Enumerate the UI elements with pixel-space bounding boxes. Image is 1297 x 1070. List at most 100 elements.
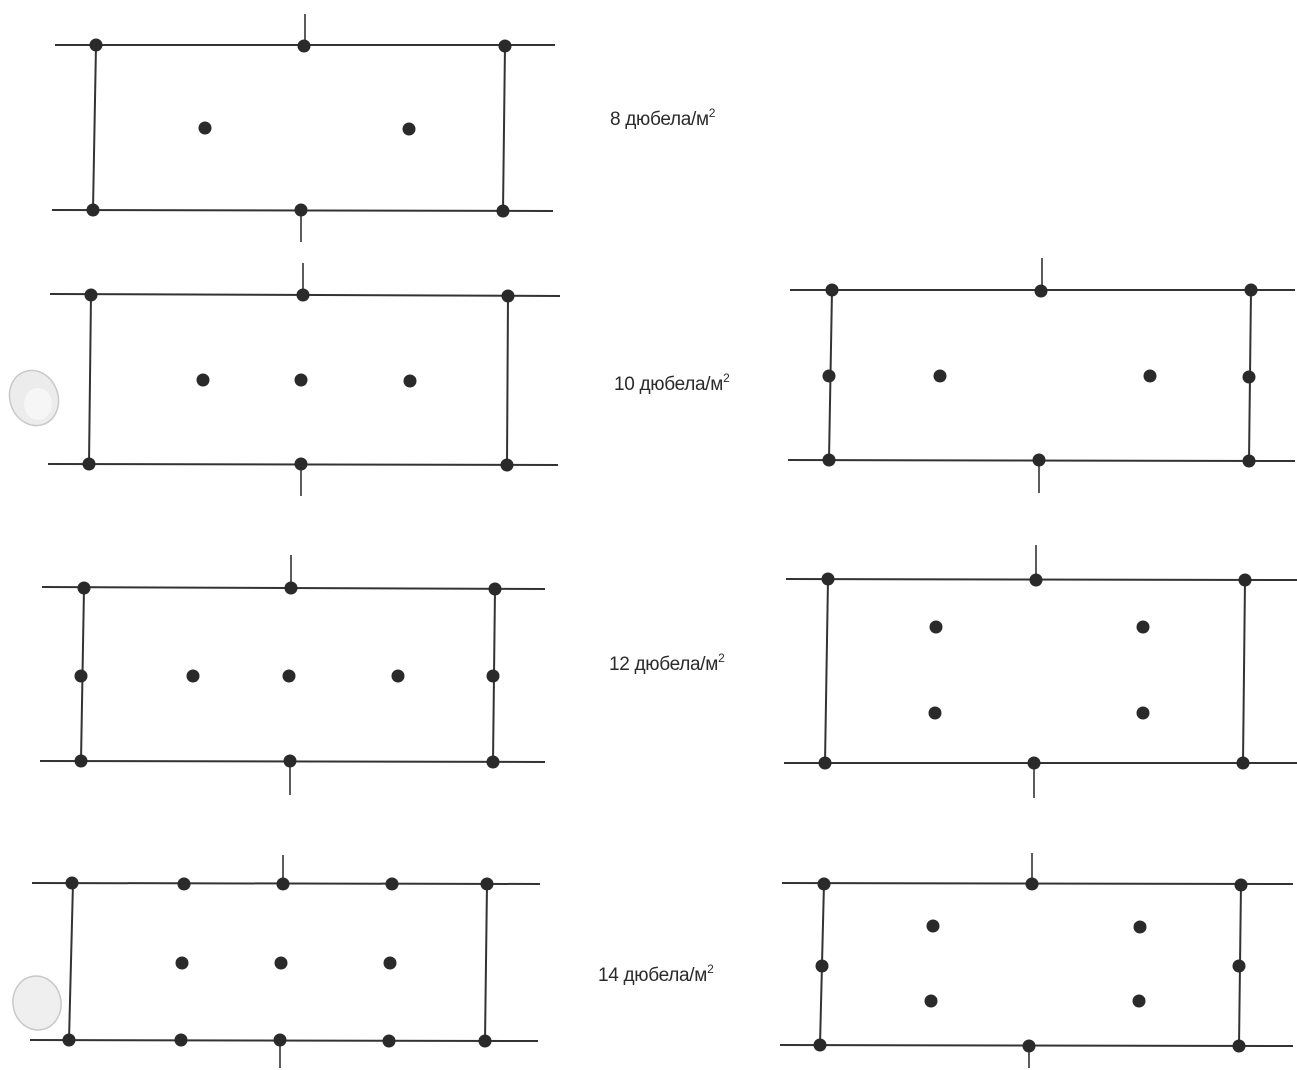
pattern-label-10: 10 дюбела/м2: [614, 371, 730, 396]
dowel-dot: [815, 959, 829, 973]
dowel-dot: [382, 1034, 396, 1048]
dowel-dot: [486, 669, 500, 683]
dowel-dot: [65, 876, 79, 890]
panel-12-right: [784, 545, 1297, 798]
pattern-label-8-text: 8 дюбела/м: [610, 109, 709, 130]
dowel-dot: [501, 289, 515, 303]
dowel-dot: [391, 669, 405, 683]
dowel-dot: [294, 203, 308, 217]
left-side-line: [68, 882, 74, 1041]
dowel-dot: [82, 457, 96, 471]
dowel-dot: [813, 1038, 827, 1052]
pattern-label-10-sup: 2: [723, 371, 730, 385]
dowel-dot: [196, 373, 210, 387]
dowel-dot: [924, 994, 938, 1008]
dowel-dot: [478, 1034, 492, 1048]
dowel-dot: [296, 288, 310, 302]
dowel-dot: [825, 283, 839, 297]
dowel-dot: [294, 373, 308, 387]
dowel-dot: [500, 458, 514, 472]
dowel-dot: [1133, 920, 1147, 934]
dowel-dot: [1242, 370, 1256, 384]
smudge-shape: [12, 975, 62, 1031]
dowel-dot: [821, 572, 835, 586]
dowel-dot: [1032, 453, 1046, 467]
right-side-line: [1242, 579, 1246, 764]
panel-8: [51, 14, 555, 242]
pattern-label-8: 8 дюбела/м2: [610, 106, 715, 131]
dowel-dot: [89, 38, 103, 52]
dowel-dot: [74, 669, 88, 683]
pattern-label-14-sup: 2: [707, 962, 714, 976]
dowel-dot: [1136, 706, 1150, 720]
dowel-dot: [174, 1033, 188, 1047]
dowel-dot: [1025, 877, 1039, 891]
dowel-dot: [822, 369, 836, 383]
dowel-dot: [498, 39, 512, 53]
dowel-dot: [1029, 573, 1043, 587]
panel-10-left: [47, 263, 561, 496]
pattern-label-12-text: 12 дюбела/м: [609, 654, 719, 675]
right-side-line: [506, 295, 509, 466]
scan-smudge-upper: [8, 369, 60, 427]
pattern-label-12: 12 дюбела/м2: [609, 651, 725, 676]
pattern-label-14-text: 14 дюбела/м: [598, 965, 708, 986]
pattern-label-10-text: 10 дюбела/м: [614, 374, 724, 395]
dowel-dot: [175, 956, 189, 970]
panel-14-left: [29, 855, 541, 1068]
dowel-dot: [486, 755, 500, 769]
dowel-dot: [1034, 284, 1048, 298]
scan-smudge-lower: [12, 975, 62, 1031]
dowel-dot: [403, 374, 417, 388]
right-side-line: [484, 883, 488, 1042]
smudge-highlight: [24, 388, 52, 420]
dowel-dot: [1242, 454, 1256, 468]
panel-14-right: [779, 853, 1294, 1068]
dowel-dot: [1234, 878, 1248, 892]
dowel-dot: [496, 204, 510, 218]
right-side-line: [502, 44, 506, 212]
dowel-dot: [1136, 620, 1150, 634]
dowel-dot: [822, 453, 836, 467]
dowel-dot: [383, 956, 397, 970]
dowel-dot: [74, 754, 88, 768]
dowel-dot: [284, 581, 298, 595]
pattern-label-8-sup: 2: [708, 106, 716, 120]
dowel-dot: [818, 756, 832, 770]
dowel-dot: [926, 919, 940, 933]
dowel-dot: [186, 669, 200, 683]
dowel-dot: [1027, 756, 1041, 770]
left-side-line: [92, 44, 97, 211]
dowel-dot: [62, 1033, 76, 1047]
left-side-line: [824, 578, 829, 764]
dowel-dot: [385, 877, 399, 891]
dowel-dot: [1022, 1039, 1036, 1053]
dowel-dot: [817, 877, 831, 891]
dowel-dot: [1232, 959, 1246, 973]
panel-12-left: [39, 555, 546, 795]
dowel-dot: [177, 877, 191, 891]
dowel-dot: [283, 754, 297, 768]
pattern-label-14: 14 дюбела/м2: [598, 962, 714, 987]
dowel-dot: [488, 582, 502, 596]
dowel-dot: [77, 581, 91, 595]
dowel-dot: [282, 669, 296, 683]
dowel-dot: [297, 39, 311, 53]
bottom-rail-line: [779, 1044, 1294, 1047]
dowel-dot: [198, 121, 212, 135]
dowel-dot: [928, 706, 942, 720]
dowel-dot: [480, 877, 494, 891]
dowel-dot: [929, 620, 943, 634]
dowel-dot: [1143, 369, 1157, 383]
dowel-dot: [86, 203, 100, 217]
dowel-dot: [274, 956, 288, 970]
dowel-dot: [1244, 283, 1258, 297]
dowel-dot: [1232, 1039, 1246, 1053]
panel-10-right: [787, 258, 1296, 493]
dowel-dot: [1238, 573, 1252, 587]
dowel-dot: [84, 288, 98, 302]
left-side-line: [88, 294, 92, 465]
dowel-dot: [1236, 756, 1250, 770]
dowel-dot: [294, 457, 308, 471]
